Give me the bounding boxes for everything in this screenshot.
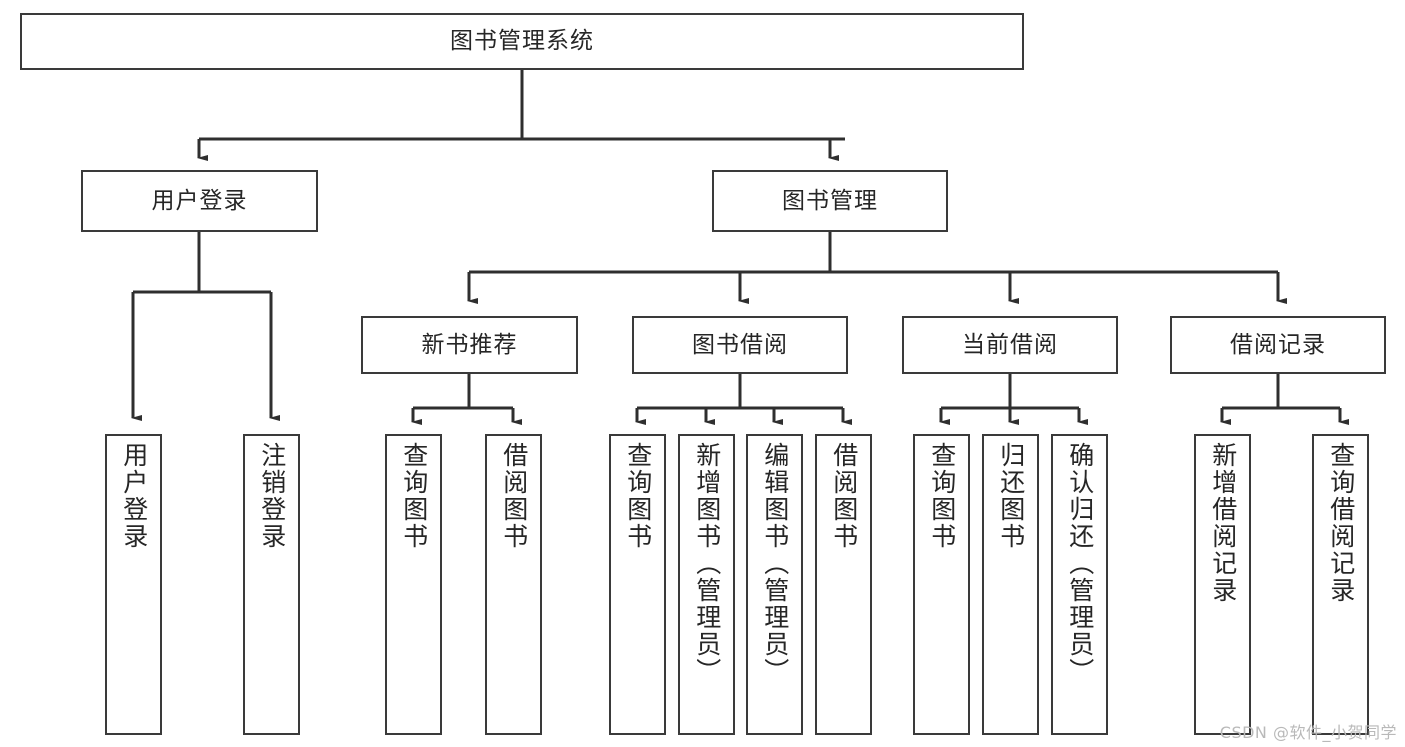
leaf-record-add-record[interactable]: 新增借阅记录 (1194, 434, 1251, 735)
leaf-borrow-query-book[interactable]: 查询图书 (609, 434, 666, 735)
leaf-recommend-borrow-book[interactable]: 借阅图书 (485, 434, 542, 735)
node-borrow-record[interactable]: 借阅记录 (1170, 316, 1386, 374)
node-label: 编辑图书（管理员） (760, 442, 790, 685)
node-label: 新增借阅记录 (1208, 442, 1238, 604)
node-label: 借阅记录 (1230, 331, 1326, 358)
leaf-record-query-record[interactable]: 查询借阅记录 (1312, 434, 1369, 735)
node-user-login[interactable]: 用户登录 (81, 170, 318, 232)
node-label: 图书管理 (782, 187, 878, 214)
node-root-system[interactable]: 图书管理系统 (20, 13, 1024, 70)
leaf-borrow-edit-book-admin[interactable]: 编辑图书（管理员） (746, 434, 803, 735)
leaf-borrow-add-book-admin[interactable]: 新增图书（管理员） (678, 434, 735, 735)
node-label: 图书借阅 (692, 331, 788, 358)
leaf-user-login-signout[interactable]: 注销登录 (243, 434, 300, 735)
leaf-user-login-signin[interactable]: 用户登录 (105, 434, 162, 735)
node-label: 新书推荐 (421, 331, 518, 358)
node-label: 新增图书（管理员） (692, 442, 722, 685)
leaf-current-query-book[interactable]: 查询图书 (913, 434, 970, 735)
node-new-book-recommend[interactable]: 新书推荐 (361, 316, 578, 374)
node-label: 图书管理系统 (450, 28, 594, 54)
csdn-watermark: CSDN @软件_小贺同学 (1219, 723, 1397, 742)
leaf-current-confirm-return-admin[interactable]: 确认归还（管理员） (1051, 434, 1108, 735)
node-label: 查询借阅记录 (1326, 442, 1356, 604)
node-label: 注销登录 (257, 442, 287, 550)
node-label: 查询图书 (623, 442, 653, 550)
leaf-current-return-book[interactable]: 归还图书 (982, 434, 1039, 735)
node-label: 确认归还（管理员） (1065, 442, 1095, 685)
node-label: 用户登录 (151, 187, 248, 214)
node-book-borrow[interactable]: 图书借阅 (632, 316, 848, 374)
leaf-recommend-query-book[interactable]: 查询图书 (385, 434, 442, 735)
node-label: 查询图书 (399, 442, 429, 550)
node-label: 借阅图书 (829, 442, 859, 550)
leaf-borrow-borrow-book[interactable]: 借阅图书 (815, 434, 872, 735)
node-current-borrow[interactable]: 当前借阅 (902, 316, 1118, 374)
node-label: 借阅图书 (499, 442, 529, 550)
node-book-management[interactable]: 图书管理 (712, 170, 948, 232)
node-label: 当前借阅 (962, 331, 1058, 358)
node-label: 查询图书 (927, 442, 957, 550)
node-label: 用户登录 (119, 442, 149, 550)
node-label: 归还图书 (996, 442, 1026, 550)
